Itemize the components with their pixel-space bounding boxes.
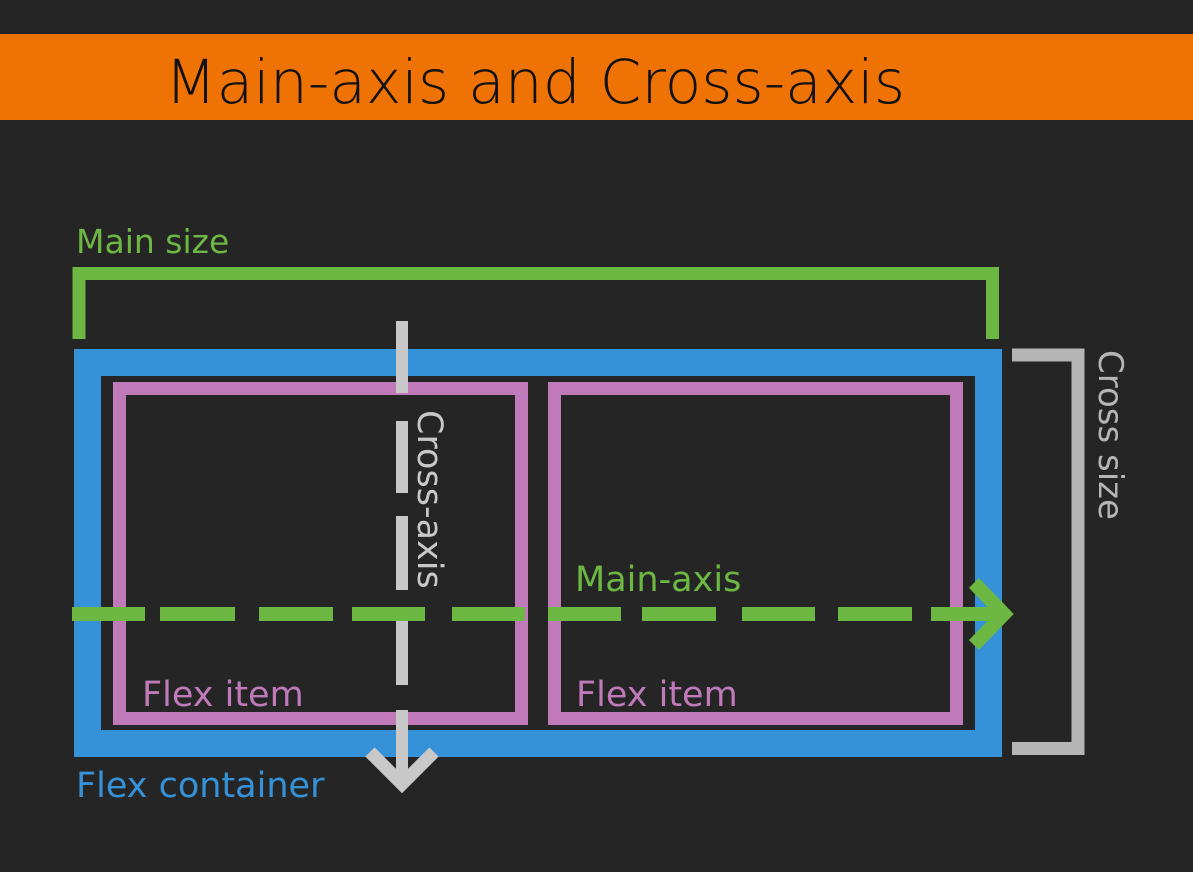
- main-axis-dash: [352, 607, 425, 621]
- main-axis-label: Main-axis: [575, 560, 741, 600]
- main-axis-dash: [160, 607, 235, 621]
- cross-axis-label: Cross-axis: [409, 410, 449, 589]
- main-axis-line: [72, 607, 1003, 621]
- flex-item-2-box: [548, 382, 963, 725]
- flex-item-1-box: [113, 382, 528, 725]
- cross-axis-dash: [396, 421, 408, 493]
- flex-container-label: Flex container: [76, 766, 325, 806]
- main-axis-arrowhead-icon: [968, 578, 1014, 650]
- cross-axis-arrowhead-icon: [365, 747, 439, 794]
- main-axis-dash: [931, 607, 1003, 621]
- page-title: Main-axis and Cross-axis: [165, 47, 905, 118]
- main-axis-dash: [72, 607, 145, 621]
- cross-axis-dash: [396, 710, 408, 780]
- cross-axis-line: [396, 321, 408, 780]
- main-size-label: Main size: [76, 222, 229, 261]
- flex-container-box: [74, 349, 1002, 757]
- cross-axis-dash: [396, 516, 408, 590]
- cross-size-bracket: [1012, 348, 1085, 755]
- main-axis-dash: [259, 607, 333, 621]
- main-size-bracket: [72, 267, 999, 339]
- flex-item-2-label: Flex item: [576, 675, 738, 715]
- main-axis-dash: [548, 607, 621, 621]
- cross-axis-dash: [396, 321, 408, 393]
- main-axis-dash: [642, 607, 716, 621]
- main-axis-dash: [742, 607, 815, 621]
- title-bar: [0, 34, 1193, 120]
- main-axis-dash: [838, 607, 912, 621]
- cross-size-label: Cross size: [1090, 350, 1130, 520]
- main-axis-dash: [452, 607, 525, 621]
- cross-axis-dash: [396, 615, 408, 685]
- flex-item-1-label: Flex item: [142, 675, 304, 715]
